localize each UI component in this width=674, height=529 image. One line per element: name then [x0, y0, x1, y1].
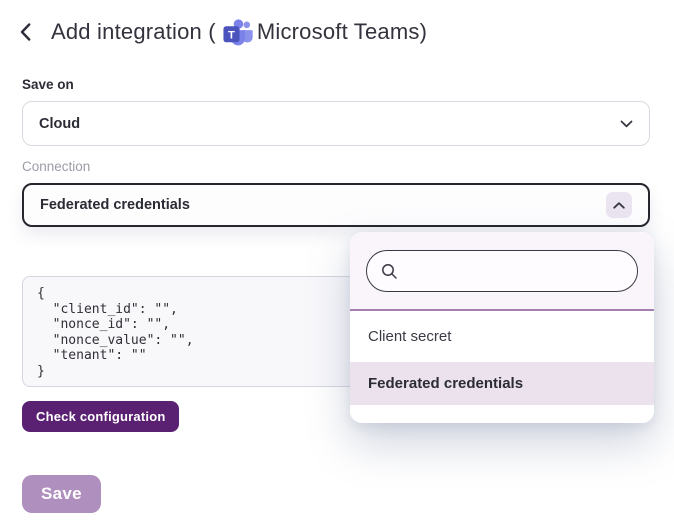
svg-text:T: T [228, 30, 235, 42]
microsoft-teams-icon: T [222, 18, 253, 47]
chevron-down-icon [620, 120, 633, 128]
code-line: "nonce_value": "", [37, 332, 194, 348]
search-icon [381, 263, 398, 280]
connection-collapse-button[interactable] [606, 192, 632, 218]
save-on-select[interactable]: Cloud [22, 101, 650, 146]
save-on-label: Save on [22, 77, 74, 92]
back-button[interactable] [14, 21, 36, 43]
back-icon [20, 22, 31, 41]
save-on-value: Cloud [39, 115, 81, 132]
code-line: "tenant": "" [37, 348, 147, 363]
options-search-area [350, 232, 654, 309]
check-configuration-button[interactable]: Check configuration [22, 401, 180, 432]
connection-options-panel: Client secret Federated credentials [350, 232, 654, 423]
options-search-pill[interactable] [366, 250, 638, 292]
page-title: Add integration ( T Microsoft Teams ) [51, 16, 427, 47]
save-button[interactable]: Save [22, 475, 101, 513]
connection-label: Connection [22, 159, 91, 174]
code-line: "nonce_id": "", [37, 317, 171, 332]
code-line: } [37, 363, 45, 379]
options-search-input[interactable] [407, 262, 627, 280]
options-divider [350, 309, 654, 311]
connection-select[interactable]: Federated credentials [22, 183, 650, 227]
chevron-up-icon [613, 201, 625, 209]
code-line: "client_id": "", [37, 301, 178, 317]
option-federated-credentials[interactable]: Federated credentials [350, 362, 654, 405]
code-line: { [37, 286, 45, 301]
option-client-secret[interactable]: Client secret [350, 311, 654, 362]
page-header: Add integration ( T Microsoft Teams ) [0, 0, 674, 47]
title-suffix: ) [419, 18, 428, 44]
connection-value: Federated credentials [40, 197, 190, 213]
options-panel-footer [350, 405, 654, 423]
title-brand: Microsoft Teams [256, 18, 420, 44]
title-prefix: Add integration ( [51, 18, 216, 44]
